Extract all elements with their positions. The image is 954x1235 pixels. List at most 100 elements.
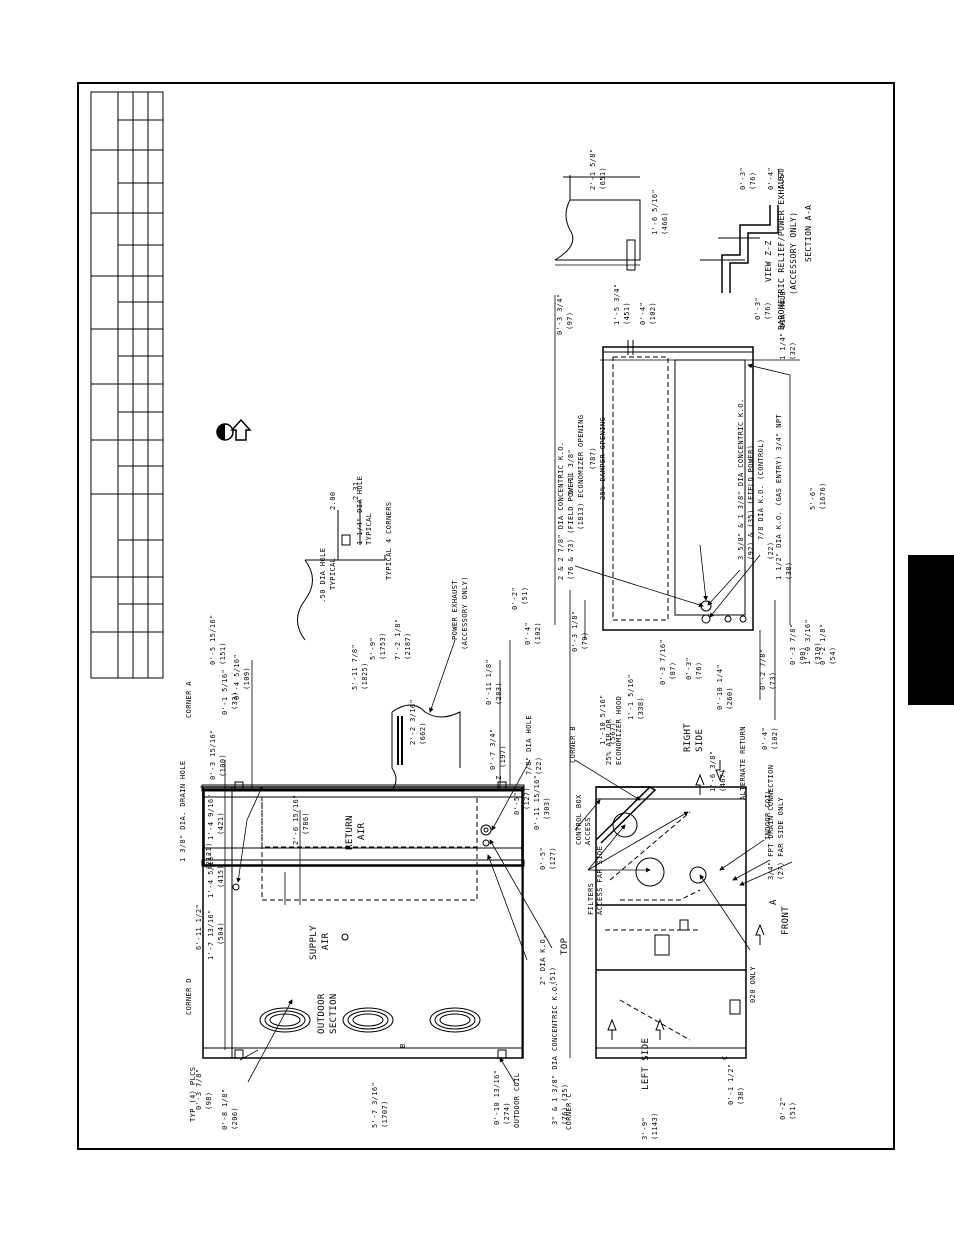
dim-1-7-13-16-mm: (504) <box>217 921 225 945</box>
ko-holes <box>232 824 492 941</box>
dim-0-3-7-16: 0'-3 7/16" <box>659 638 667 685</box>
ko-7-8-mm-label: (22) <box>767 541 775 560</box>
drain-hole-label: 1 3/8" DIA. DRAIN HOLE <box>179 760 187 862</box>
dim-3-9: 3'-9" <box>641 1116 649 1140</box>
return-air-label: RETURN <box>345 815 355 850</box>
dim-2-1-5-8-mm: (651) <box>599 166 607 190</box>
drawing-frame <box>77 82 895 1150</box>
dim-0-4-5-16: 0'-4 5/16" <box>233 653 241 700</box>
dia-hole-50-typical-label: TYPICAL <box>329 557 337 590</box>
dim-0-4-b: 0'-4" <box>524 621 532 645</box>
ko-2-1-2-label: 2 & 2 7/8" DIA CONCENTRIC K.O. <box>557 441 565 580</box>
dim-0-4-c-mm: (102) <box>649 301 657 325</box>
power-exhaust-detail <box>391 704 461 791</box>
dim-0-11-15-16: 0'-11 15/16" <box>533 774 541 830</box>
dim-0-3-mm: (76) <box>695 661 703 680</box>
economizer-hood <box>595 786 657 844</box>
dim-1-6-5-16-mm: (466) <box>661 211 669 235</box>
dim-0-2-b: 0'-2" <box>511 586 519 610</box>
damper-opening-label-2: 25% DAMPER OPENING <box>599 416 607 500</box>
dim-0-2-1-8-mm: (54) <box>829 646 837 665</box>
dim-1-5-3-4-mm: (451) <box>623 301 631 325</box>
dim-5-11-7-8: 5'-11 7/8" <box>351 643 359 690</box>
dim-1-6-5-16: 1'-6 5/16" <box>651 188 659 235</box>
dim-0-8-1-8: 0'-8 1/8" <box>221 1088 229 1130</box>
dim-0-3: 0'-3" <box>685 656 693 680</box>
dim-0-3-c-mm: (76) <box>764 301 772 320</box>
concentric-ko-mm-label: (76) (35) <box>561 1083 569 1125</box>
dim-1-4-9-16-mm: (421) <box>217 811 225 835</box>
left-side-label: LEFT SIDE <box>641 1037 651 1090</box>
b-marker: B <box>399 1043 407 1048</box>
warning-symbol-icon <box>216 418 252 441</box>
section-aa-label: SECTION A-A <box>804 204 813 262</box>
dim-0-3-7-8-b: 0'-3 7/8" <box>789 623 797 665</box>
dim-0-2-b-mm: (51) <box>521 586 529 605</box>
020-only-label: 020 ONLY <box>749 966 757 1003</box>
dim-0-8-1-8-mm: (206) <box>231 1106 239 1130</box>
section-aa-view <box>700 205 779 293</box>
dim-7-2-1-8: 7'-2 1/8" <box>394 618 402 660</box>
side-view <box>595 786 747 1059</box>
dim-5-9-mm: (1753) <box>379 632 387 660</box>
dim-0-7-3-4-mm: (197) <box>499 744 507 768</box>
view-zz-label: VIEW Z-Z <box>764 240 773 282</box>
dim-0-2-mm: (51) <box>789 1101 797 1120</box>
dim-2-6-15-16-mm: (786) <box>302 811 310 835</box>
dim-5-6: 5'-6" <box>809 486 817 510</box>
section-edge-tab <box>908 555 954 705</box>
ko-3-5-8-label: 3 5/8" & 1 3/8" DIA CONCENTRIC K.O. <box>737 398 745 560</box>
dim-0-3-7-8-mm: (98) <box>205 1091 213 1110</box>
top-view-housing-rect <box>202 786 524 1059</box>
dim-0-2: 0'-2" <box>779 1096 787 1120</box>
dim-0-3-1-8: 0'-3 1/8" <box>571 610 579 652</box>
dia-hole-1-1-4-b-label: 1 1/4" DIA HOLE <box>779 290 787 360</box>
dim-5-6-mm: (1676) <box>819 482 827 510</box>
dim-1-1-5-16: 1'-1 5/16" <box>627 673 635 720</box>
dim-0-3-1-8-mm: (79) <box>581 631 589 650</box>
dia-hole-50-label: .50 DIA HOLE <box>319 547 327 603</box>
dim-7-2-1-8-mm: (2187) <box>404 632 412 660</box>
dim-6-11-1-2: 6'-11 1/2" <box>195 903 203 950</box>
dim-2-1-5-8: 2'-1 5/8" <box>589 148 597 190</box>
baro-relief-accessory-label: (ACCESSORY ONLY) <box>789 211 798 295</box>
airflow-arrows <box>607 760 765 1040</box>
c-marker: C <box>721 1055 729 1060</box>
dim-0-11-15-16-mm: (303) <box>543 796 551 820</box>
dim-0-3-7-16-mm: (87) <box>669 661 677 680</box>
dim-2-2-3-16-mm: (662) <box>419 721 427 745</box>
dim-0-5: 0'-5" <box>513 791 521 815</box>
dim-0-4: 0'-4" <box>761 726 769 750</box>
dim-1-6-3-8-mm: (467) <box>719 768 727 792</box>
outdoor-section-label: OUTDOOR <box>317 993 327 1034</box>
section-a-marker: A <box>769 899 779 905</box>
dim-0-5-b-mm: (127) <box>549 846 557 870</box>
dimension-table <box>90 91 164 679</box>
dia-ko-2-label: 2" DIA K.O. <box>539 934 547 985</box>
supply-air-label: SUPPLY <box>309 925 319 960</box>
dim-5-9: 5'-9" <box>369 636 377 660</box>
power-exhaust-accessory-label: (ACCESSORY ONLY) <box>461 576 469 650</box>
dim-0-3-3-4: 0'-3 3/4" <box>556 293 564 335</box>
dim-0-3-b-mm: (76) <box>749 171 757 190</box>
dia-hole-7-8-label: 7/8" DIA HOLE <box>525 715 533 775</box>
dim-0-2-7-8-mm: (73) <box>769 671 777 690</box>
corner-detail <box>297 500 386 641</box>
dim-0-4-5-16-mm: (109) <box>243 666 251 690</box>
outdoor-fans <box>259 1007 481 1033</box>
corner-a-label: CORNER A <box>185 681 193 718</box>
dim-0-4-d-mm: (102) <box>777 166 785 190</box>
right-side-label: RIGHT <box>683 722 693 752</box>
control-box-label: CONTROL BOX <box>575 794 583 845</box>
damper-opening-label: (787) <box>589 446 597 470</box>
ko-3-5-8-b-label: (92) & (35) (FIELD POWER) <box>747 444 755 560</box>
dim-5-7-3-16: 5'-7 3/16" <box>371 1081 379 1128</box>
dim-2-6-15-16: 2'-6 15/16" <box>292 794 300 845</box>
dim-0-3-15-16-mm: (100) <box>219 753 227 777</box>
dim-5-7-3-16-mm: (1707) <box>381 1100 389 1128</box>
dim-1-7-13-16: 1'-7 13/16" <box>207 909 215 960</box>
dim-0-10-13-16: 0'-10 13/16" <box>493 1069 501 1125</box>
dim-0-10-13-16-mm: (274) <box>503 1101 511 1125</box>
dim-0-5-15-16: 0'-5 15/16" <box>209 614 217 665</box>
dim-0-1-1-2-mm: (38) <box>737 1086 745 1105</box>
